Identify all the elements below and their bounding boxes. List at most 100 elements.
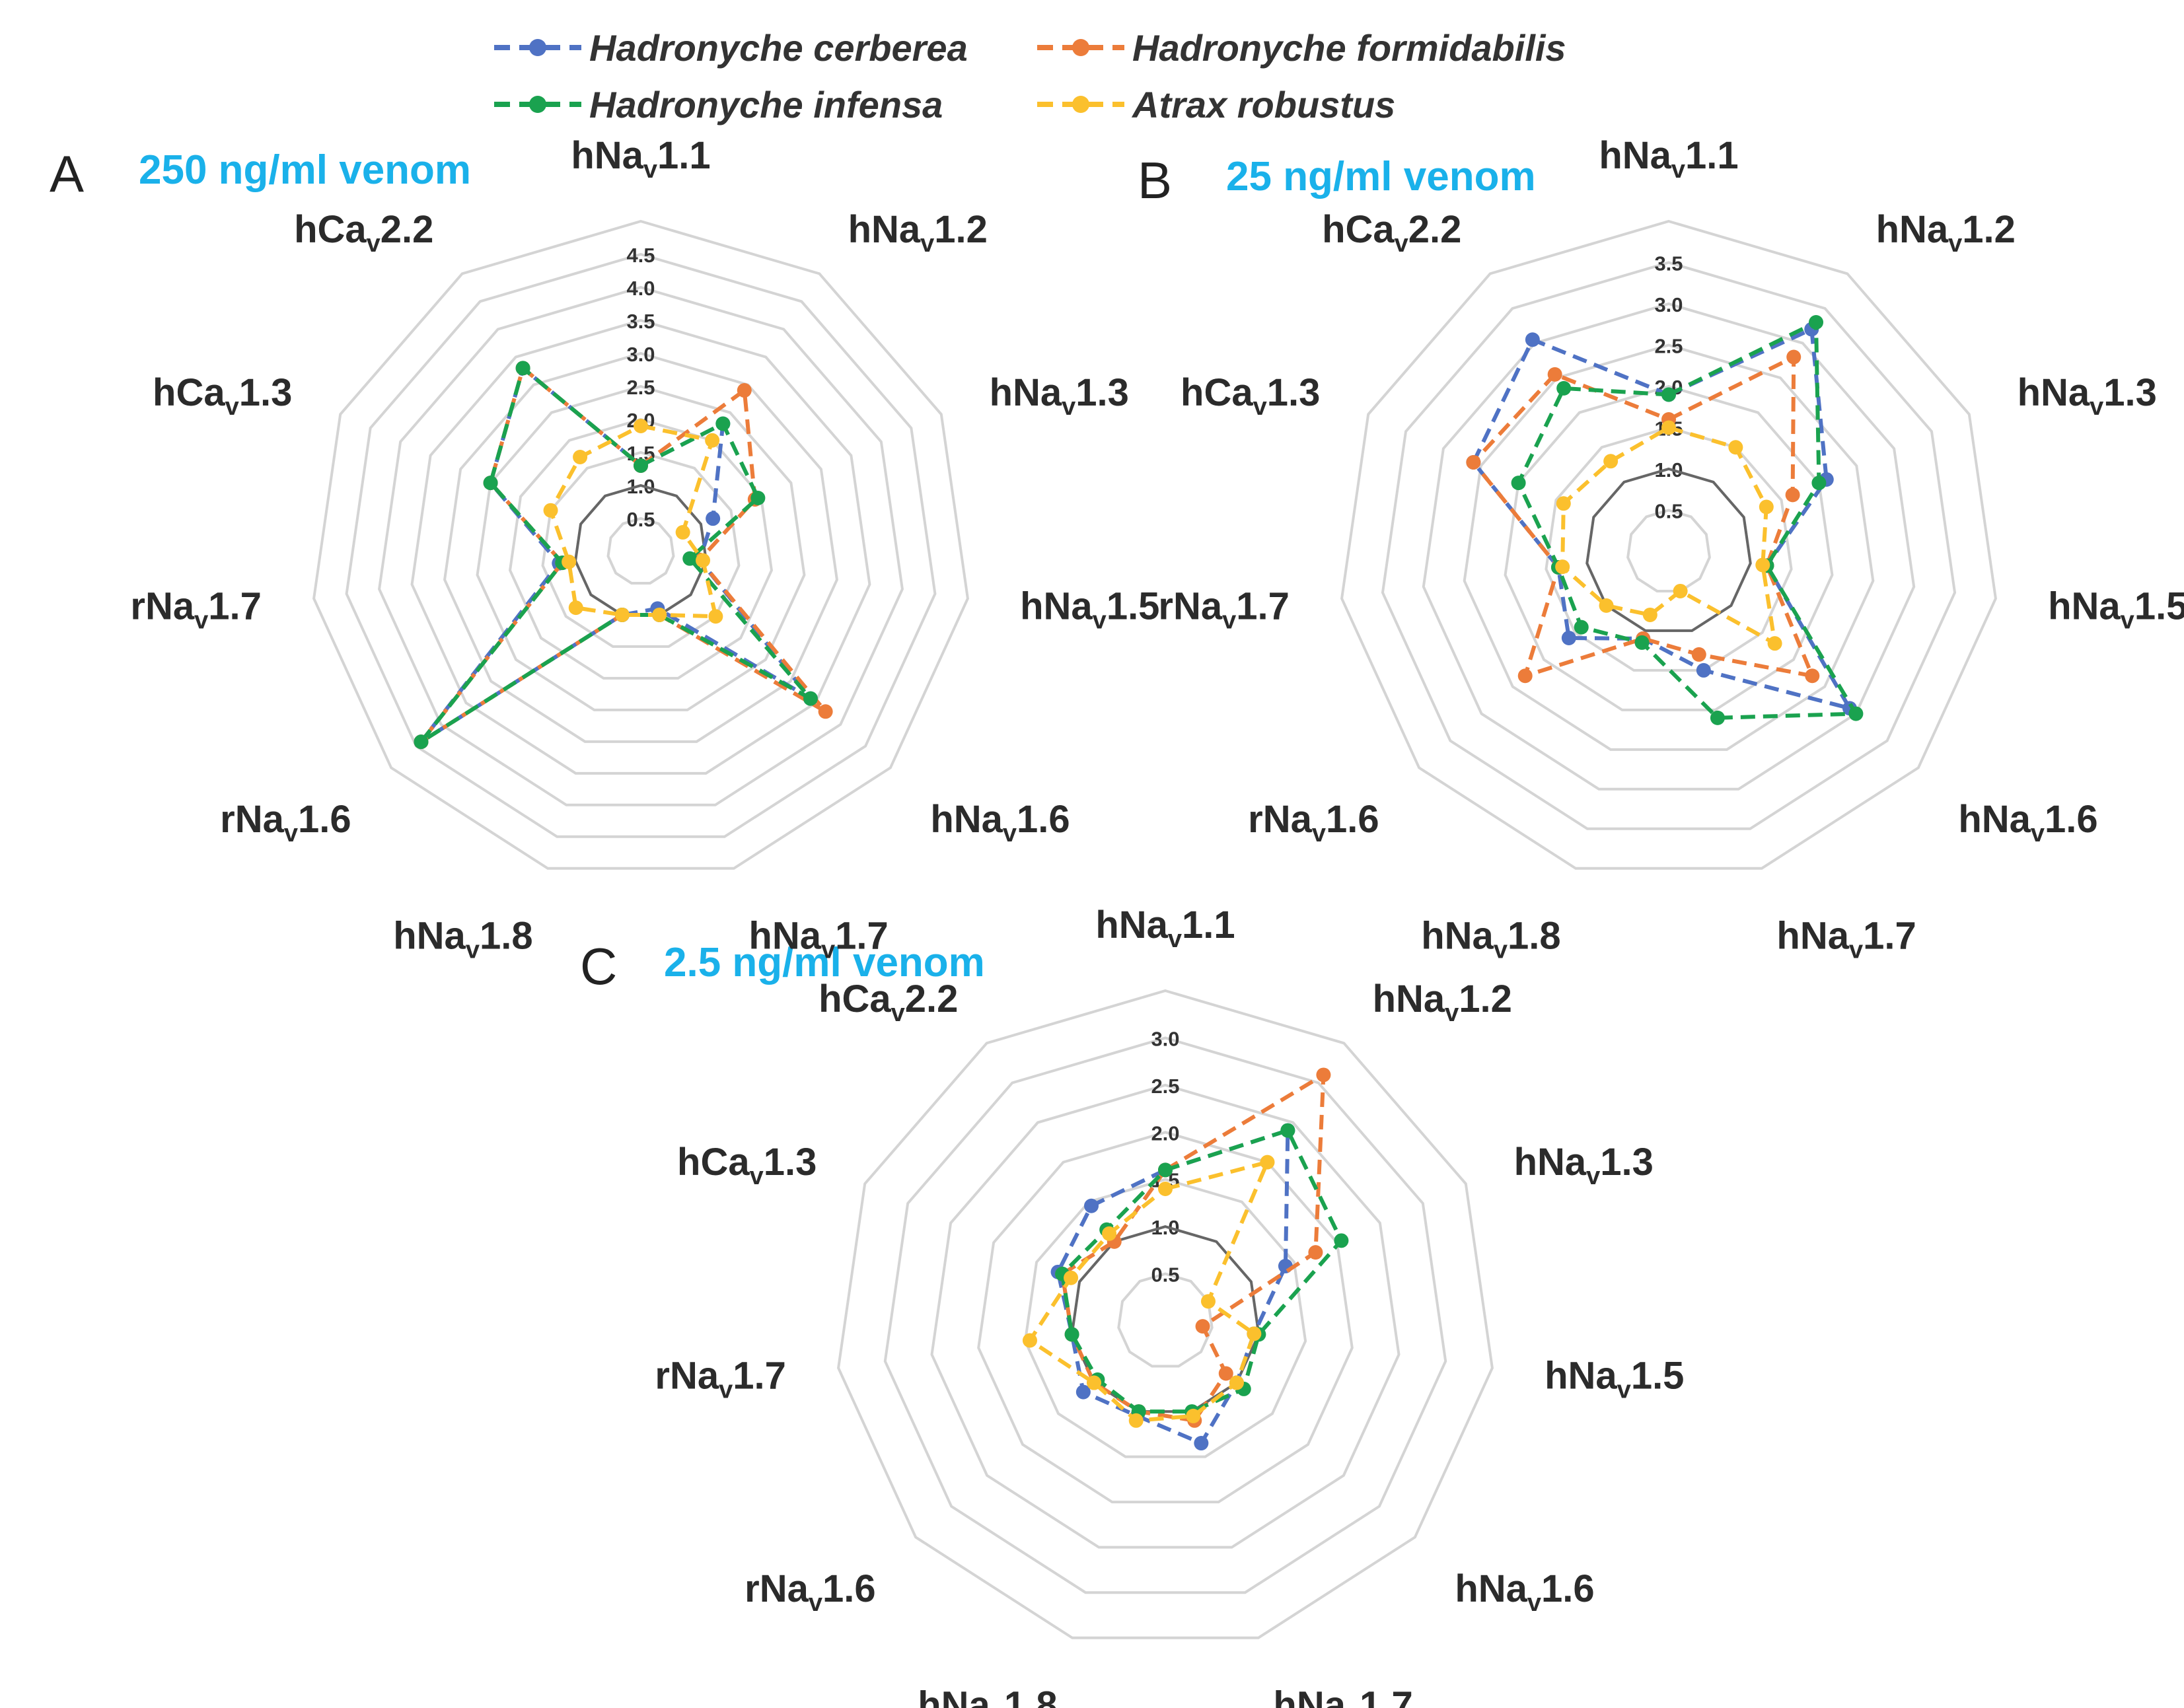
data-point (634, 458, 648, 473)
grid-ring (1422, 302, 1916, 791)
panel-title: 250 ng/ml venom (139, 147, 471, 193)
legend-item-infensa: Hadronyche infensa (494, 84, 943, 125)
axis-label: hNav1.1 (1095, 904, 1235, 953)
grid-ring (883, 1036, 1447, 1594)
data-point (1811, 476, 1827, 491)
baseline-line (1585, 467, 1752, 632)
tick-label: 2.5 (626, 376, 655, 399)
data-point (803, 691, 818, 706)
panel-header-a: A 250 ng/ml venom (50, 145, 471, 203)
data-point (1158, 1162, 1173, 1178)
series-line (1027, 1160, 1270, 1423)
grid-ring (606, 516, 675, 585)
axis-label: rNav1.7 (1158, 585, 1290, 635)
legend-label: Hadronyche infensa (589, 84, 943, 125)
data-point (543, 503, 558, 518)
tick-label: 3.0 (1654, 293, 1683, 316)
data-point (1308, 1245, 1323, 1260)
data-point (1785, 487, 1800, 503)
legend-item-cerberea: Hadronyche cerberea (494, 27, 968, 69)
axis-label: hNav1.2 (848, 208, 988, 258)
data-point (818, 704, 833, 719)
legend-swatch-marker (1072, 96, 1089, 113)
axis-label: hCav2.2 (1322, 208, 1461, 258)
data-point (1247, 1326, 1262, 1341)
data-point (1218, 1366, 1233, 1381)
data-point (1696, 662, 1711, 678)
data-point (1691, 647, 1706, 662)
legend-label: Hadronyche cerberea (589, 27, 968, 69)
data-point (1574, 620, 1589, 635)
data-point (1805, 668, 1820, 684)
axis-label: hNav1.1 (1599, 134, 1738, 184)
tick-label: 4.5 (626, 244, 655, 267)
panel-letter: C (580, 937, 617, 995)
axis-label: hNav1.8 (393, 915, 532, 964)
panel-letter: B (1138, 151, 1172, 209)
legend-swatch-marker (1072, 39, 1089, 56)
axis-label: hNav1.6 (1958, 798, 2097, 847)
legend: Hadronyche cerberea Hadronyche formidabi… (494, 27, 1566, 125)
grid-ring (345, 252, 937, 838)
grid-ring (443, 351, 839, 743)
data-point (573, 449, 588, 464)
axis-label: rNav1.6 (745, 1567, 876, 1617)
axis-label: hCav2.2 (294, 208, 433, 258)
axis-label: hNav1.7 (748, 915, 888, 964)
axis-label: hNav1.5 (1545, 1355, 1684, 1404)
data-point (1466, 454, 1481, 470)
data-point (682, 551, 698, 566)
data-point (1556, 380, 1572, 396)
baseline-line (1070, 1225, 1260, 1413)
data-point (1334, 1233, 1349, 1248)
data-point (1525, 332, 1540, 347)
grid-ring (1381, 261, 1957, 830)
legend-swatch-marker (529, 39, 546, 56)
axis-label: hNav1.7 (1273, 1684, 1412, 1708)
data-point (1260, 1155, 1275, 1170)
data-point (1661, 420, 1676, 435)
data-point (414, 734, 429, 750)
legend-item-atrax: Atrax robustus (1037, 84, 1395, 125)
data-point (705, 433, 720, 448)
data-point (1786, 349, 1802, 365)
data-point (1556, 496, 1571, 511)
series-line (1560, 425, 1777, 646)
grid-ring (1340, 219, 1997, 870)
grid-ring (476, 384, 806, 711)
data-point (1673, 583, 1688, 598)
axis-label: hNav1.2 (1876, 208, 2016, 258)
data-point (1200, 1294, 1216, 1309)
grid-ring (1626, 509, 1711, 592)
data-point (1022, 1333, 1037, 1348)
tick-label: 3.5 (626, 310, 655, 333)
axis-label: rNav1.6 (1248, 798, 1379, 847)
tick-label: 2.0 (1151, 1121, 1179, 1145)
data-point (1809, 314, 1824, 330)
axis-label: rNav1.7 (130, 585, 262, 635)
series-line (419, 366, 813, 744)
axis-label: hNav1.1 (571, 134, 710, 184)
axis-label: hNav1.5 (1020, 585, 1159, 635)
axis-label: hNav1.8 (1421, 915, 1560, 964)
panel-header-b: B 25 ng/ml venom (1138, 151, 1536, 209)
radar-chart-c: 0.51.01.52.02.53.0hNav1.1hNav1.2hNav1.3h… (655, 904, 1684, 1708)
data-point (1064, 1327, 1079, 1342)
grid-ring (573, 483, 708, 616)
data-point (1229, 1375, 1244, 1390)
baseline-line (573, 483, 708, 616)
series-line (1060, 1073, 1326, 1423)
tick-label: 2.5 (1151, 1075, 1179, 1098)
data-point (706, 511, 721, 526)
data-point (1634, 635, 1650, 650)
data-point (1195, 1319, 1210, 1334)
panel-letter: A (50, 145, 84, 203)
grid-ring (1504, 384, 1834, 711)
legend-swatch-marker (529, 96, 546, 113)
data-point (1547, 367, 1562, 382)
data-point (1710, 710, 1725, 725)
data-point (715, 416, 731, 431)
data-point (1158, 1182, 1173, 1196)
data-point (652, 607, 667, 622)
